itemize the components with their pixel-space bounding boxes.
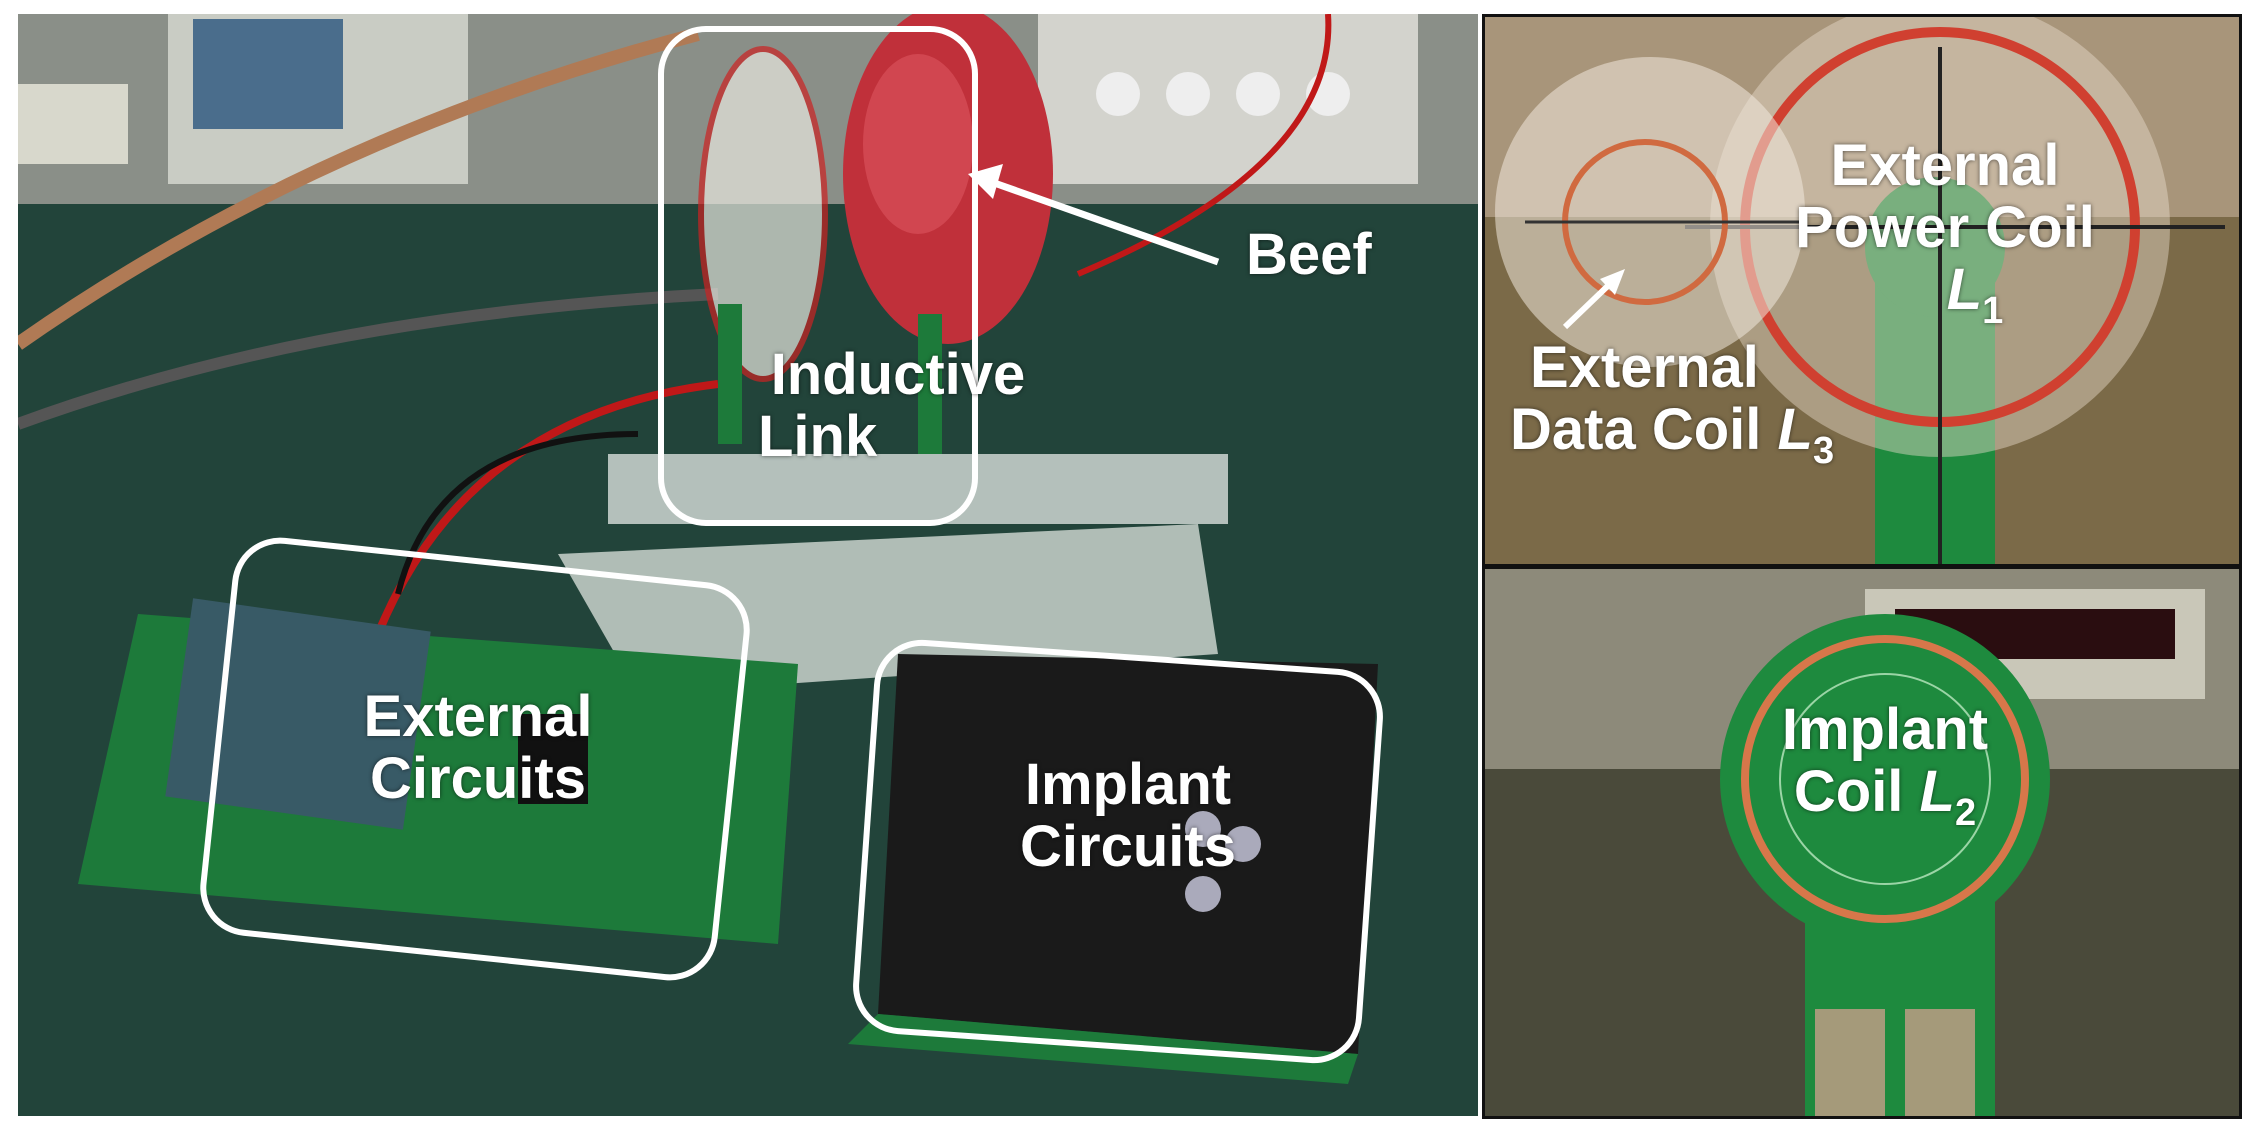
external-circuits-label-line2: Circuits: [370, 746, 586, 811]
external-coils-scene: [1485, 17, 2239, 564]
power-coil-label-line1: External: [1830, 133, 2060, 198]
implant-coil-label-line1: Implant: [1781, 697, 1989, 762]
setup-scene: [18, 14, 1478, 1116]
implant-pcb: [878, 654, 1378, 1054]
implant-coil-scene: [1485, 569, 2239, 1116]
external-circuits-label-line1: External: [363, 684, 593, 749]
implant-circuits-label: Implant Circuits: [968, 754, 1288, 878]
implant-circuits-label-line2: Circuits: [1020, 814, 1236, 879]
external-circuits-label: External Circuits: [318, 686, 638, 810]
power-strip: [18, 84, 128, 164]
inductive-link-box: [658, 26, 978, 526]
data-coil-label: External Data Coil L3: [1510, 337, 1834, 482]
implant-coil-photo: Implant Coil L2: [1482, 566, 2242, 1119]
main-setup-photo: Beef Inductive Link External Circuits Im…: [18, 14, 1478, 1116]
power-coil-label: External Power Coil L1: [1715, 135, 2175, 342]
data-coil-label-line1: External: [1530, 335, 1759, 400]
beef-label: Beef: [1246, 222, 1372, 287]
power-coil-symbol: L1: [1946, 257, 2004, 333]
implant-coil-winding: [1741, 635, 2029, 923]
inductive-link-label: Inductive Link: [738, 344, 1058, 468]
inductive-link-label-line2: Link: [758, 404, 878, 469]
implant-coil-label-line2: Coil L2: [1793, 759, 1977, 835]
power-supply: [1038, 14, 1418, 184]
inductive-link-label-line1: Inductive: [770, 342, 1026, 407]
implant-circuits-label-line1: Implant: [1024, 752, 1232, 817]
beef-arrow: [981, 175, 1220, 266]
implant-coil-label: Implant Coil L2: [1705, 699, 2065, 844]
data-coil-label-line2: Data Coil L3: [1510, 397, 1835, 473]
external-coils-photo: External Power Coil L1 External Data Coi…: [1482, 14, 2242, 567]
power-coil-label-line2: Power Coil: [1795, 195, 2095, 260]
